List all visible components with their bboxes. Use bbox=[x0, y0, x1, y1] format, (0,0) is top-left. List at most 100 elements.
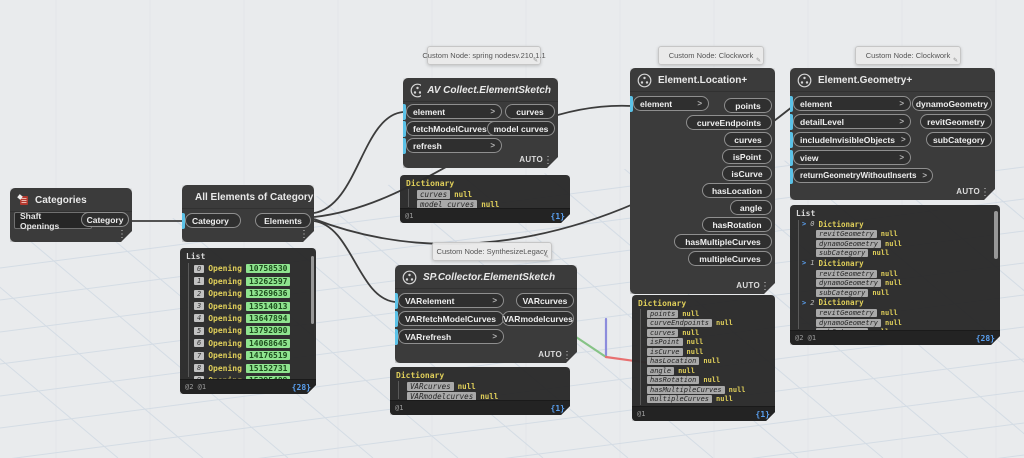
context-menu-icon[interactable]: ⋮ bbox=[760, 281, 770, 292]
list-levels-label[interactable]: @1 bbox=[395, 404, 404, 412]
output-port-varmodelcurves[interactable]: VARmodelcurves bbox=[502, 311, 574, 326]
list-levels-label[interactable]: @1 bbox=[637, 410, 646, 418]
context-menu-icon[interactable]: ⋮ bbox=[562, 350, 572, 361]
scrollbar[interactable] bbox=[311, 256, 314, 324]
expand-chevron-icon[interactable]: > bbox=[802, 298, 807, 307]
output-port-varcurves[interactable]: VARcurves bbox=[516, 293, 574, 308]
expand-chevron-icon[interactable]: > bbox=[802, 259, 807, 268]
port-connector-marker[interactable] bbox=[182, 213, 185, 229]
port-connector-marker[interactable] bbox=[790, 96, 793, 112]
port-connector-marker[interactable] bbox=[403, 138, 406, 154]
input-port-includeinvisibleobjects[interactable]: includeInvisibleObjects> bbox=[793, 132, 911, 147]
edit-pencil-icon[interactable]: ✎ bbox=[952, 58, 958, 64]
output-port-dynamogeometry[interactable]: dynamoGeometry bbox=[912, 96, 992, 111]
output-port-ispoint[interactable]: isPoint bbox=[722, 149, 772, 164]
run-mode-label: AUTO bbox=[736, 281, 760, 290]
node-sp-collector-elementsketch[interactable]: SP.Collector.ElementSketch VARelement> V… bbox=[395, 265, 577, 363]
item-index: 7 bbox=[194, 352, 204, 360]
input-port-returngeometrywithoutinserts[interactable]: returnGeometryWithoutInserts> bbox=[793, 168, 933, 183]
list-levels-label[interactable]: @1 bbox=[405, 212, 414, 220]
output-port-haslocation[interactable]: hasLocation bbox=[702, 183, 772, 198]
output-port-multiplecurves[interactable]: multipleCurves bbox=[688, 251, 772, 266]
dict-value: null bbox=[880, 230, 898, 239]
input-port-view[interactable]: view> bbox=[793, 150, 911, 165]
context-menu-icon[interactable]: ⋮ bbox=[299, 229, 309, 240]
port-connector-marker[interactable] bbox=[790, 114, 793, 130]
input-port-varrefresh[interactable]: VARrefresh> bbox=[398, 329, 504, 344]
context-menu-icon[interactable]: ⋮ bbox=[980, 187, 990, 198]
input-port-element[interactable]: element> bbox=[633, 96, 709, 111]
port-connector-marker[interactable] bbox=[395, 311, 398, 327]
output-port-curveendpoints[interactable]: curveEndpoints bbox=[686, 115, 772, 130]
item-type: Opening bbox=[208, 313, 242, 323]
list-levels-label[interactable]: @2 @1 bbox=[795, 334, 817, 342]
port-connector-marker[interactable] bbox=[403, 104, 406, 120]
wire-elements-to-avcollect[interactable] bbox=[313, 111, 404, 214]
node-categories[interactable]: Categories Shaft Openings ▾ Category ⋮ bbox=[10, 188, 132, 242]
port-connector-marker[interactable] bbox=[395, 329, 398, 345]
item-index: 5 bbox=[194, 327, 204, 335]
item-id: 14068645 bbox=[246, 339, 291, 348]
node-av-collect-elementsketch[interactable]: AV Collect.ElementSketch element> fetchM… bbox=[403, 78, 558, 168]
output-port-iscurve[interactable]: isCurve bbox=[722, 166, 772, 181]
node-header[interactable]: AV Collect.ElementSketch bbox=[403, 78, 558, 102]
port-connector-marker[interactable] bbox=[790, 150, 793, 166]
node-element-location[interactable]: Element.Location+ element> points curveE… bbox=[630, 68, 775, 294]
input-port-category[interactable]: Category bbox=[185, 213, 241, 228]
context-menu-icon[interactable]: ⋮ bbox=[117, 229, 127, 240]
output-port-curves[interactable]: curves bbox=[724, 132, 772, 147]
expand-chevron-icon[interactable]: > bbox=[802, 220, 807, 229]
edit-pencil-icon[interactable]: ✎ bbox=[755, 58, 761, 64]
output-port-hasmultiplecurves[interactable]: hasMultipleCurves bbox=[674, 234, 772, 249]
input-port-detaillevel[interactable]: detailLevel> bbox=[793, 114, 911, 129]
output-port-angle[interactable]: angle bbox=[730, 200, 772, 215]
output-port-revitgeometry[interactable]: revitGeometry bbox=[920, 114, 992, 129]
output-port-subcategory[interactable]: subCategory bbox=[926, 132, 992, 147]
input-port-refresh[interactable]: refresh> bbox=[406, 138, 502, 153]
port-connector-marker[interactable] bbox=[790, 168, 793, 184]
list-levels-label[interactable]: @2 @1 bbox=[185, 383, 207, 391]
node-header[interactable]: Categories bbox=[10, 188, 132, 212]
edit-pencil-icon[interactable]: ✎ bbox=[532, 58, 538, 64]
wire-elements-to-spcollector[interactable] bbox=[313, 220, 396, 303]
dict-key: model curves bbox=[417, 200, 477, 209]
edit-pencil-icon[interactable]: ✎ bbox=[543, 254, 549, 260]
output-port-elements[interactable]: Elements bbox=[255, 213, 311, 228]
port-connector-marker[interactable] bbox=[790, 132, 793, 148]
dict-key: isCurve bbox=[647, 348, 683, 356]
output-port-model-curves[interactable]: model curves bbox=[487, 121, 555, 136]
custom-node-icon bbox=[402, 270, 417, 285]
input-port-varfetchmodelcurves[interactable]: VARfetchModelCurves> bbox=[398, 311, 504, 326]
node-header[interactable]: All Elements of Category bbox=[182, 185, 314, 209]
node-header[interactable]: SP.Collector.ElementSketch bbox=[395, 265, 577, 289]
port-connector-marker[interactable] bbox=[403, 121, 406, 137]
port-connector-marker[interactable] bbox=[395, 293, 398, 309]
node-all-elements-of-category[interactable]: All Elements of Category Category Elemen… bbox=[182, 185, 314, 242]
output-port-hasrotation[interactable]: hasRotation bbox=[702, 217, 772, 232]
node-header[interactable]: Element.Location+ bbox=[630, 68, 775, 92]
input-port-varelement[interactable]: VARelement> bbox=[398, 293, 504, 308]
input-port-element[interactable]: element> bbox=[793, 96, 911, 111]
node-header[interactable]: Element.Geometry+ bbox=[790, 68, 995, 92]
context-menu-icon[interactable]: ⋮ bbox=[543, 155, 553, 166]
input-port-element[interactable]: element> bbox=[406, 104, 502, 119]
output-port-curves[interactable]: curves bbox=[505, 104, 555, 119]
scrollbar[interactable] bbox=[994, 211, 998, 259]
output-port-points[interactable]: points bbox=[724, 98, 772, 113]
node-element-geometry[interactable]: Element.Geometry+ element> detailLevel> … bbox=[790, 68, 995, 200]
port-connector-marker[interactable] bbox=[630, 96, 633, 112]
output-port-category[interactable]: Category bbox=[81, 212, 129, 227]
